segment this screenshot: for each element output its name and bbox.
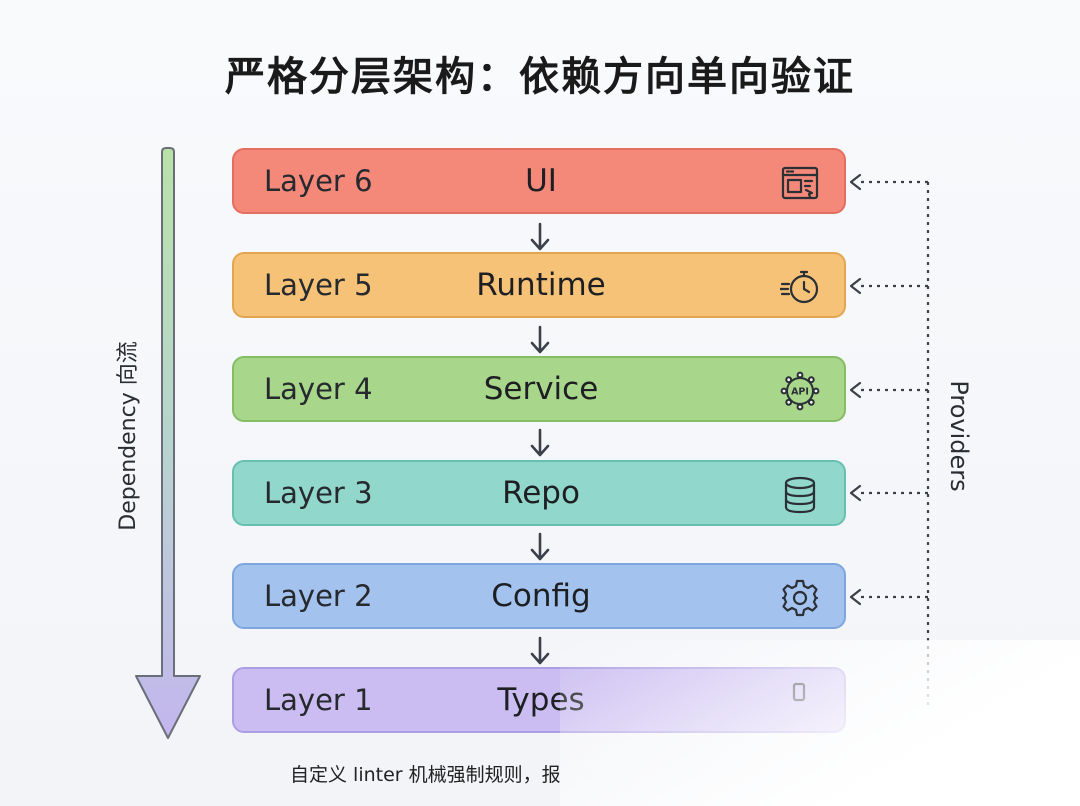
- layer-1-box: Layer 1 Types: [232, 667, 846, 733]
- down-arrow: [530, 325, 550, 354]
- footer-text: 自定义 linter 机械强制规则，报: [290, 764, 561, 786]
- database-icon: [784, 476, 816, 514]
- dependency-flow-arrow: [135, 147, 201, 739]
- browser-window-icon: [781, 166, 819, 200]
- api-icon: API: [780, 371, 820, 411]
- diagram-title: 严格分层架构：依赖方向单向验证: [225, 54, 855, 100]
- api-icon-text: API: [791, 387, 809, 398]
- stopwatch-icon: [780, 270, 819, 304]
- down-arrow: [530, 222, 550, 251]
- layer-module: Runtime: [476, 267, 606, 303]
- layer-4-box: Layer 4 Service API: [232, 356, 846, 422]
- providers-label: Providers: [945, 380, 973, 492]
- layer-module: Repo: [502, 475, 580, 511]
- layer-name: Layer 4: [264, 372, 373, 406]
- types-icon: [792, 682, 806, 702]
- layer-module: Types: [497, 682, 585, 718]
- layer-name: Layer 5: [264, 268, 373, 302]
- layer-name: Layer 6: [264, 164, 373, 198]
- layer-name: Layer 2: [264, 579, 373, 613]
- layer-3-box: Layer 3 Repo: [232, 460, 846, 526]
- down-arrow: [530, 532, 550, 561]
- layer-2-box: Layer 2 Config: [232, 563, 846, 629]
- layer-6-box: Layer 6 UI: [232, 148, 846, 214]
- layer-module: Service: [483, 371, 599, 407]
- down-arrow: [530, 428, 550, 457]
- layer-name: Layer 3: [264, 476, 373, 510]
- layer-name: Layer 1: [264, 683, 373, 717]
- dependency-label: Dependency 向流: [116, 341, 141, 531]
- gear-icon: [781, 579, 819, 617]
- layer-5-box: Layer 5 Runtime: [232, 252, 846, 318]
- layer-module: UI: [525, 163, 557, 199]
- layer-module: Config: [491, 578, 591, 614]
- down-arrow: [530, 636, 550, 665]
- providers-connectors: [849, 173, 930, 710]
